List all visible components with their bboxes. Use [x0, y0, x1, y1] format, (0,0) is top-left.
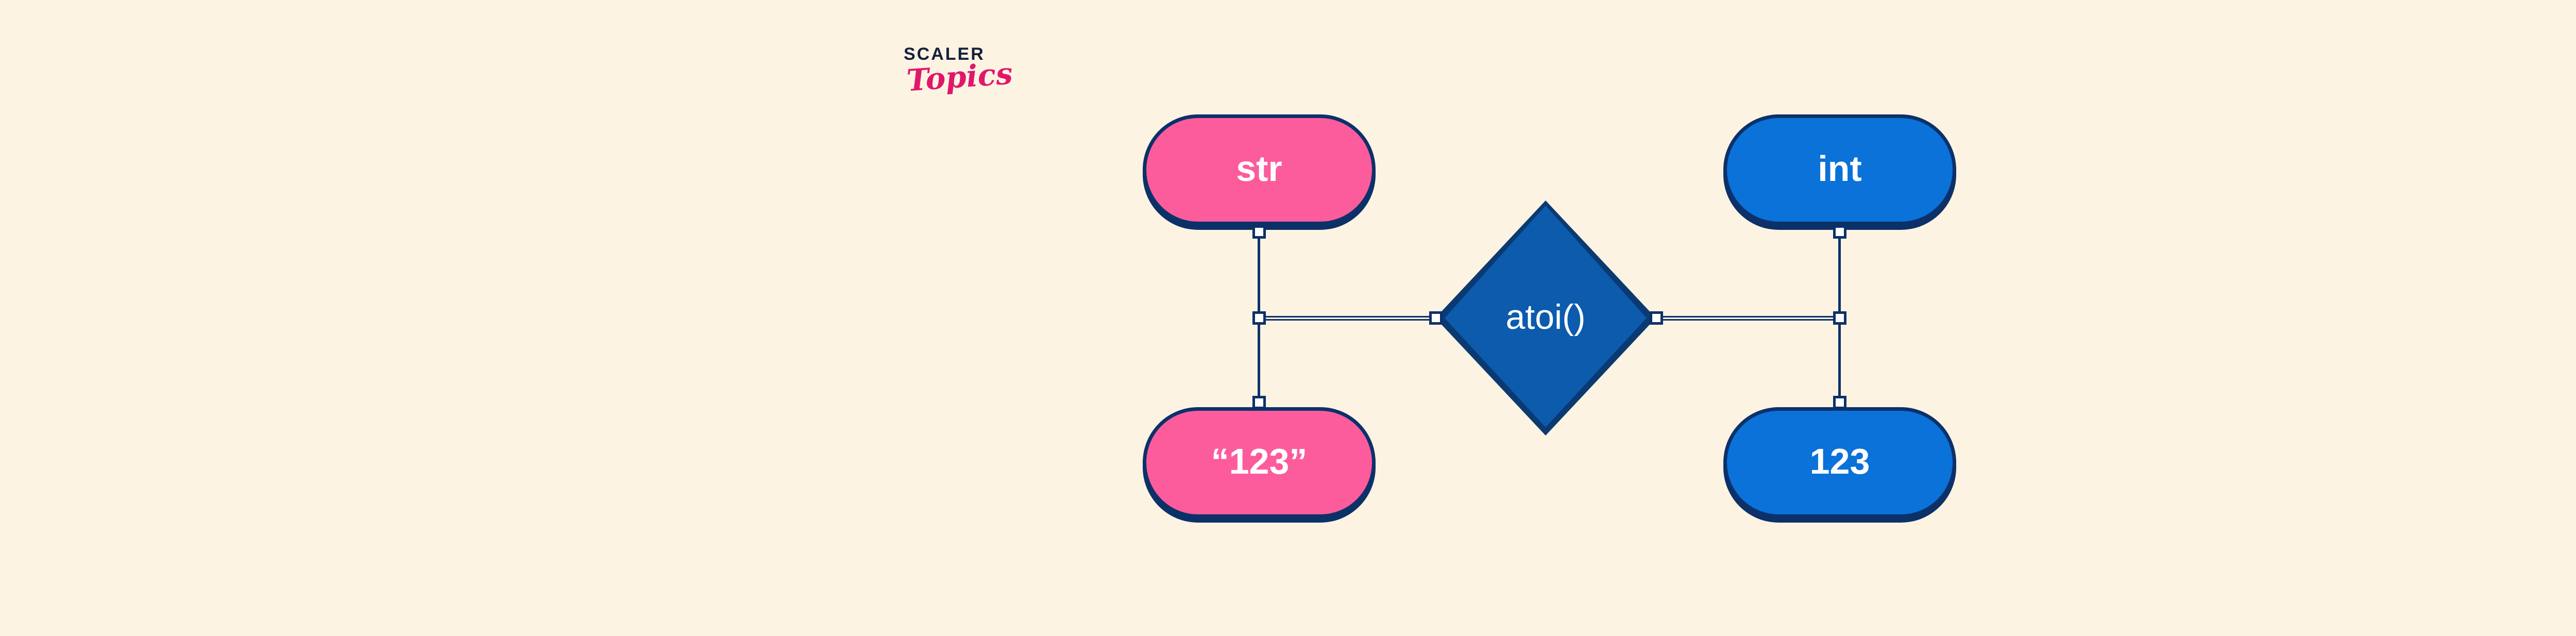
- diamond-shape: [1435, 200, 1656, 436]
- node-quoted-123-label: “123”: [1211, 441, 1308, 481]
- port-int-bottom-icon[interactable]: [1833, 225, 1846, 239]
- node-int-label: int: [1818, 148, 1862, 189]
- port-diamond-right-icon[interactable]: [1650, 311, 1663, 325]
- node-str[interactable]: str: [1143, 114, 1376, 225]
- logo-wordmark-scaler: SCALER: [904, 44, 985, 64]
- node-atoi-function[interactable]: atoi(): [1435, 200, 1656, 436]
- port-str-bottom-icon[interactable]: [1252, 225, 1266, 239]
- port-diamond-left-icon[interactable]: [1429, 311, 1443, 325]
- port-num-top-icon[interactable]: [1833, 396, 1846, 409]
- logo-wordmark-topics: Topics: [905, 56, 1014, 98]
- port-left-junction-icon[interactable]: [1252, 311, 1266, 325]
- node-str-label: str: [1236, 148, 1282, 189]
- node-quoted-123[interactable]: “123”: [1143, 407, 1376, 518]
- connector-left-branch: [1259, 316, 1435, 321]
- node-int[interactable]: int: [1723, 114, 1956, 225]
- port-right-junction-icon[interactable]: [1833, 311, 1846, 325]
- node-123[interactable]: 123: [1723, 407, 1956, 518]
- scaler-topics-logo: SCALER Topics: [903, 45, 1037, 138]
- node-123-label: 123: [1809, 441, 1870, 481]
- port-quoted-top-icon[interactable]: [1252, 396, 1266, 409]
- connector-right-branch: [1656, 316, 1840, 321]
